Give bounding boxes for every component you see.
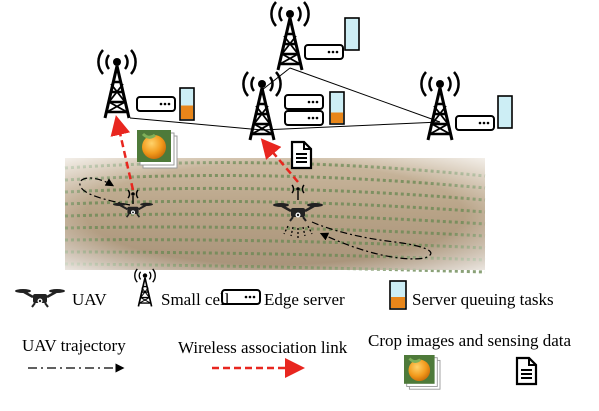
uav-trajectory-left bbox=[79, 177, 131, 206]
legend-server-queuing-label: Server queuing tasks bbox=[412, 290, 554, 309]
queue-bar-left bbox=[179, 87, 195, 121]
queue-bar-center bbox=[329, 91, 345, 125]
legend-small-cell-label: Small cell bbox=[161, 290, 230, 309]
legend-uav-trajectory-label: UAV trajectory bbox=[22, 336, 126, 355]
legend-crop-image-icon bbox=[402, 353, 442, 391]
crop-field bbox=[64, 158, 486, 274]
uav-left bbox=[111, 189, 155, 219]
small-cell-right bbox=[419, 70, 461, 142]
legend-uav-label: UAV bbox=[72, 290, 107, 309]
legend-document-icon bbox=[515, 356, 538, 386]
legend-edge-server-label: Edge server bbox=[264, 290, 345, 309]
server-queues bbox=[179, 17, 513, 129]
legend-uav-icon bbox=[13, 287, 67, 309]
queue-bar-top bbox=[344, 17, 360, 51]
backhaul-links bbox=[129, 67, 441, 131]
edge-server-top bbox=[304, 44, 344, 60]
uav-trajectory-right bbox=[311, 221, 432, 260]
edge-server-right bbox=[455, 115, 495, 131]
crop-image-icon bbox=[135, 128, 179, 170]
small-cell-left bbox=[96, 48, 138, 120]
legend-queue-icon bbox=[389, 280, 407, 310]
legend-crop-data-label: Crop images and sensing data bbox=[368, 331, 572, 350]
edge-server-center-2 bbox=[284, 110, 324, 126]
small-cell-top bbox=[269, 0, 311, 72]
wireless-link-left bbox=[110, 115, 135, 191]
sensing-data-document-icon bbox=[290, 140, 313, 170]
edge-server-left bbox=[136, 96, 176, 112]
legend-small-cell-icon bbox=[133, 268, 157, 308]
queue-bar-right bbox=[497, 95, 513, 129]
wireless-link-right bbox=[260, 138, 299, 183]
uav-right bbox=[271, 184, 325, 238]
edge-server-center-1 bbox=[284, 94, 324, 110]
legend-wireless-link-label: Wireless association link bbox=[178, 338, 348, 357]
